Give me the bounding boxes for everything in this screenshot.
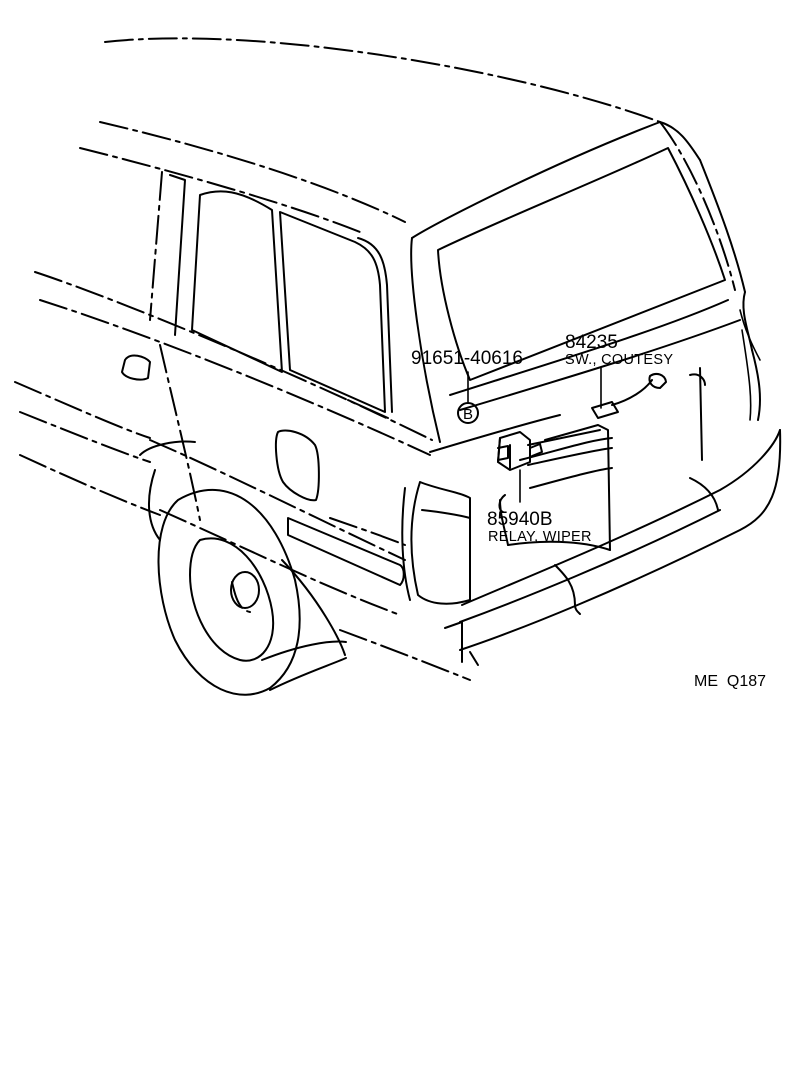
figure-code: ME Q187 [694, 673, 766, 690]
roof-outline [79, 37, 736, 291]
part-name-courtesy-switch: SW., COUTESY [565, 352, 673, 368]
wiper-relay [497, 431, 543, 513]
part-number-wiper-relay: 85940B [487, 509, 553, 530]
callout-b-letter: B [463, 406, 473, 423]
tailgate [410, 121, 761, 551]
tail-light-edge [401, 487, 411, 601]
courtesy-switch [591, 367, 667, 419]
body-side-outline [14, 271, 471, 681]
part-number-bolt: 91651-40616 [411, 348, 523, 369]
door-handle [121, 354, 151, 381]
fuel-door [274, 429, 320, 502]
part-name-wiper-relay: RELAY, WIPER [488, 529, 592, 545]
callout-b: B [457, 402, 479, 424]
side-windows [191, 190, 393, 419]
pillars [149, 171, 201, 521]
side-molding [287, 517, 405, 586]
rear-wheel [139, 440, 347, 696]
rear-bumper [444, 429, 782, 666]
part-number-courtesy-switch: 84235 [565, 332, 618, 353]
tail-light [410, 481, 471, 605]
